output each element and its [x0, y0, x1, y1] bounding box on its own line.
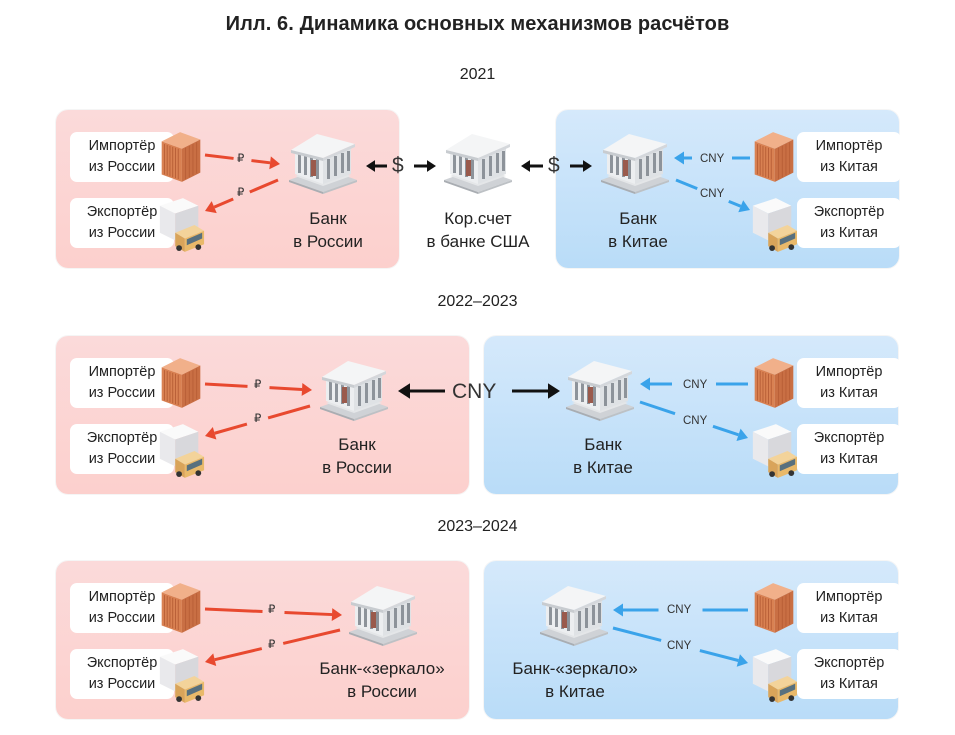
bank-building-icon — [314, 355, 394, 421]
delivery-truck-icon — [749, 647, 799, 705]
shipping-container-icon — [158, 354, 204, 412]
shipping-container-icon — [158, 128, 204, 186]
cny-label-out: CNY — [667, 640, 692, 652]
cny-label-in: CNY — [667, 604, 692, 616]
delivery-truck-icon — [749, 422, 799, 480]
dollar-label-right: $ — [548, 154, 560, 177]
bank-building-icon — [283, 128, 363, 194]
mirror-bank-russia-label: Банк-«зеркало»в России — [319, 659, 445, 701]
cny-label-center: CNY — [452, 380, 497, 403]
ruble-label-in: ₽ — [268, 604, 276, 616]
cny-label-in: CNY — [700, 153, 725, 165]
year-label: 2022–2023 — [437, 293, 518, 310]
mirror-bank-china-label: Банк-«зеркало»в Китае — [512, 659, 638, 701]
cny-label-out: CNY — [700, 188, 725, 200]
shipping-container-icon — [751, 128, 797, 186]
ruble-label-out: ₽ — [268, 639, 276, 651]
shipping-container-icon — [751, 579, 797, 637]
delivery-truck-icon — [156, 422, 206, 480]
shipping-container-icon — [158, 579, 204, 637]
ruble-label-out: ₽ — [254, 413, 262, 425]
delivery-truck-icon — [156, 647, 206, 705]
ruble-label-in: ₽ — [254, 379, 262, 391]
bank-building-icon — [343, 580, 423, 646]
shipping-container-icon — [751, 354, 797, 412]
bank-building-icon — [595, 128, 675, 194]
cny-label-in: CNY — [683, 379, 708, 391]
arrow-right-dollar — [414, 160, 436, 172]
bank-building-icon — [438, 128, 518, 194]
year-label: 2021 — [459, 66, 496, 83]
ruble-label-out: ₽ — [237, 187, 245, 199]
delivery-truck-icon — [749, 196, 799, 254]
dollar-label-left: $ — [392, 154, 404, 177]
arrow-left-dollar — [521, 160, 543, 172]
year-label: 2023–2024 — [437, 518, 518, 535]
figure-title: Илл. 6. Динамика основных механизмов рас… — [225, 13, 730, 35]
bank-building-icon — [560, 355, 640, 421]
delivery-truck-icon — [156, 196, 206, 254]
cny-label-out: CNY — [683, 415, 708, 427]
bank-building-icon — [534, 580, 614, 646]
ruble-label-in: ₽ — [237, 153, 245, 165]
